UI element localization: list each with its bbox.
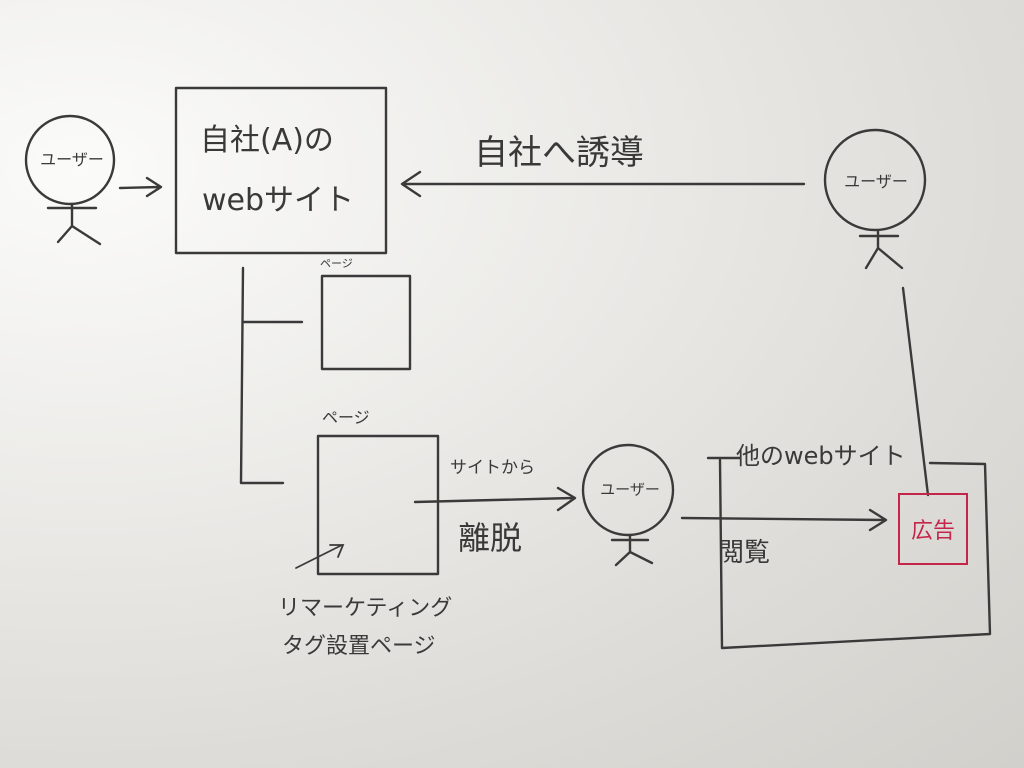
user-head-right [823,128,927,232]
browse-label: 閲覧 [718,538,771,568]
user-label-middle: ユーザー [600,480,660,499]
leave-site-label: 離脱 [458,519,523,557]
user-body-right [858,228,904,270]
page-box-small [320,274,412,371]
remarketing-arrow [295,544,345,569]
user-body-middle [610,533,654,567]
redirect-arrow [400,170,806,198]
remarketing-label-line2: タグ設置ページ [282,634,436,659]
page-label-small: ページ [320,257,353,270]
company-site-box [174,86,388,255]
leave-site-arrow [413,486,577,512]
other-site-label: 他のwebサイト [736,442,906,470]
page-label: ページ [322,408,370,427]
user-label-left: ユーザー [40,150,104,169]
user-figure-left [24,114,116,246]
other-site-box [706,456,992,650]
redirect-label: 自社へ誘導 [474,133,644,173]
user-body-left [46,202,102,246]
leave-site-small-label: サイトから [450,458,535,478]
browse-arrow [680,508,888,532]
ad-box: 広告 [898,493,968,565]
user-figure-middle [581,443,675,567]
ad-to-user-line [901,286,930,497]
user-label-right: ユーザー [844,172,908,191]
site-tree-lines [239,266,304,485]
user-figure-right [823,128,927,270]
user-head-middle [581,443,675,537]
user-head-left [24,114,116,206]
remarketing-label-line1: リマーケティング [278,596,453,621]
page-box-tagged [316,434,440,576]
ad-label: 広告 [910,519,955,544]
company-site-title-line2: webサイト [202,183,355,218]
arrow-to-company-site [118,176,163,198]
company-site-title-line1: 自社(A)の [200,123,334,158]
